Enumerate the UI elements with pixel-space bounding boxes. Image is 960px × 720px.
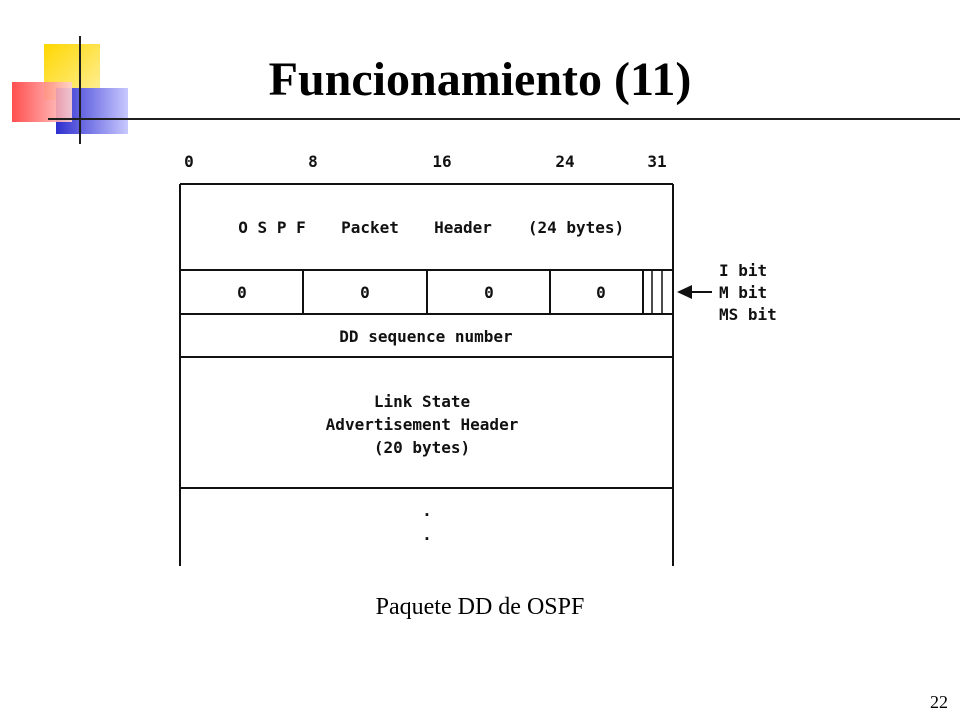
slide-logo	[12, 36, 128, 144]
continuation-dot-2: .	[422, 525, 432, 544]
field-value-4: 0	[596, 283, 606, 302]
field-value-1: 0	[237, 283, 247, 302]
flag-bits-arrow-head	[677, 285, 692, 299]
bit-position-31: 31	[647, 152, 666, 171]
header-word-header: Header	[434, 218, 492, 237]
logo-red-square	[12, 82, 72, 122]
field-value-3: 0	[484, 283, 494, 302]
field-value-2: 0	[360, 283, 370, 302]
bit-position-8: 8	[308, 152, 318, 171]
slide-title: Funcionamiento (11)	[268, 53, 692, 106]
lsa-header-line-3: (20 bytes)	[374, 438, 470, 457]
dd-sequence-label: DD sequence number	[339, 327, 512, 346]
header-word-packet: Packet	[341, 218, 399, 237]
bit-position-24: 24	[555, 152, 574, 171]
bit-position-16: 16	[432, 152, 451, 171]
flag-label-ms-bit: MS bit	[719, 305, 777, 324]
packet-frame	[179, 183, 674, 566]
page-number: 22	[930, 692, 948, 712]
bit-position-0: 0	[184, 152, 194, 171]
title-rule	[48, 118, 960, 120]
flag-label-i-bit: I bit	[719, 261, 767, 280]
lsa-header-line-2: Advertisement Header	[326, 415, 519, 434]
flag-label-m-bit: M bit	[719, 283, 767, 302]
header-word-size: (24 bytes)	[528, 218, 624, 237]
lsa-header-line-1: Link State	[374, 392, 470, 411]
header-word-ospf: O S P F	[238, 218, 305, 237]
continuation-dot-1: .	[422, 501, 432, 520]
figure-caption: Paquete DD de OSPF	[375, 594, 585, 620]
